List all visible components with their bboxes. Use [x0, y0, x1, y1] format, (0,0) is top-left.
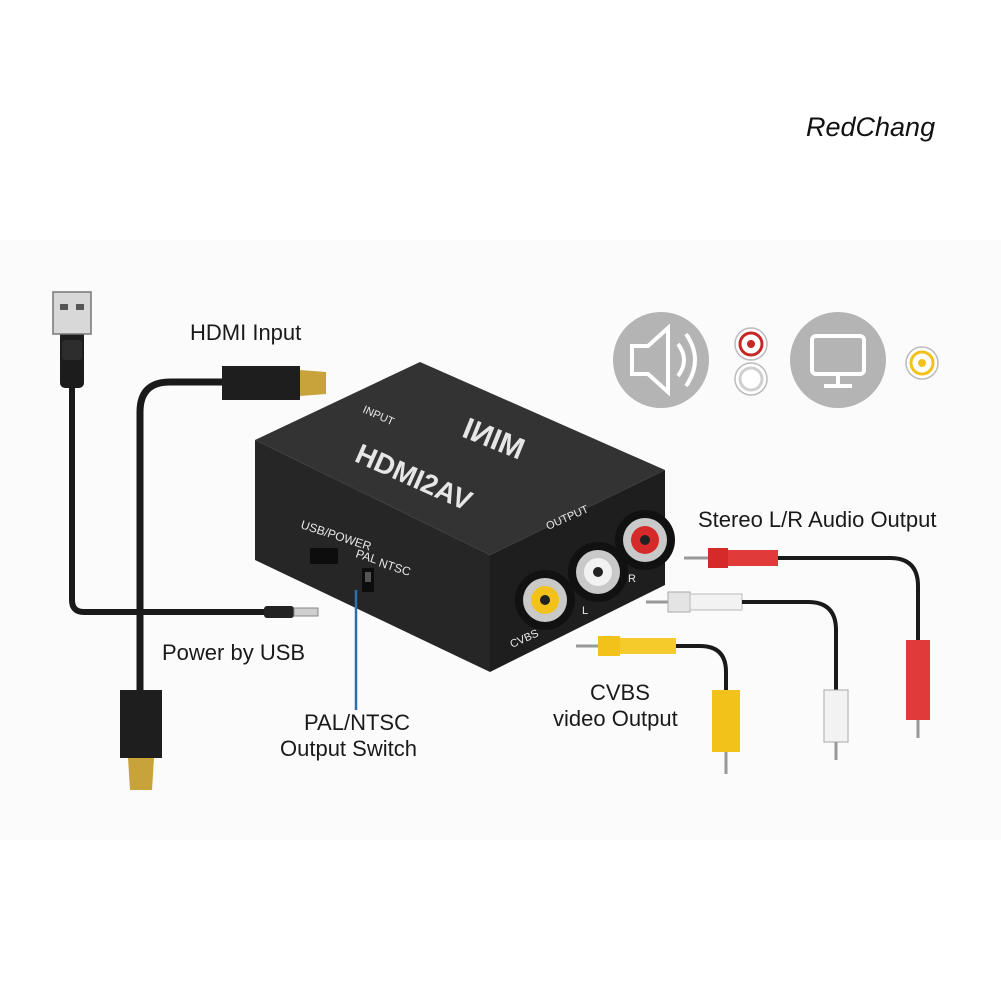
rca-cable-red — [684, 548, 930, 738]
jack-cvbs — [515, 570, 575, 630]
brand-logo: RedChang — [806, 112, 936, 142]
monitor-icon — [790, 312, 886, 408]
switch-label-line2: Output Switch — [280, 736, 417, 761]
usb-cable — [52, 291, 319, 618]
jack-right — [615, 510, 675, 570]
jack-l-label: L — [582, 605, 588, 617]
jack-left — [568, 542, 628, 602]
converter-device: MINI HDMI2AV INPUT OUTPUT USB/POWER PAL … — [255, 362, 675, 672]
rca-cable-yellow — [576, 636, 740, 774]
speaker-icon — [613, 312, 709, 408]
rca-cable-white — [646, 591, 849, 760]
power-usb-label: Power by USB — [162, 640, 306, 665]
stereo-audio-label: Stereo L/R Audio Output — [698, 507, 937, 532]
cvbs-label-line1: CVBS — [590, 680, 650, 705]
audio-jacks-icon — [734, 327, 768, 396]
switch-label-line1: PAL/NTSC — [304, 710, 410, 735]
switch-pal-label: PAL — [354, 547, 379, 567]
hdmi-input-label: HDMI Input — [190, 320, 302, 345]
video-jack-icon — [905, 346, 939, 380]
jack-r-label: R — [628, 573, 636, 585]
cvbs-label-line2: video Output — [553, 706, 678, 731]
hdmi-cable — [120, 366, 326, 790]
